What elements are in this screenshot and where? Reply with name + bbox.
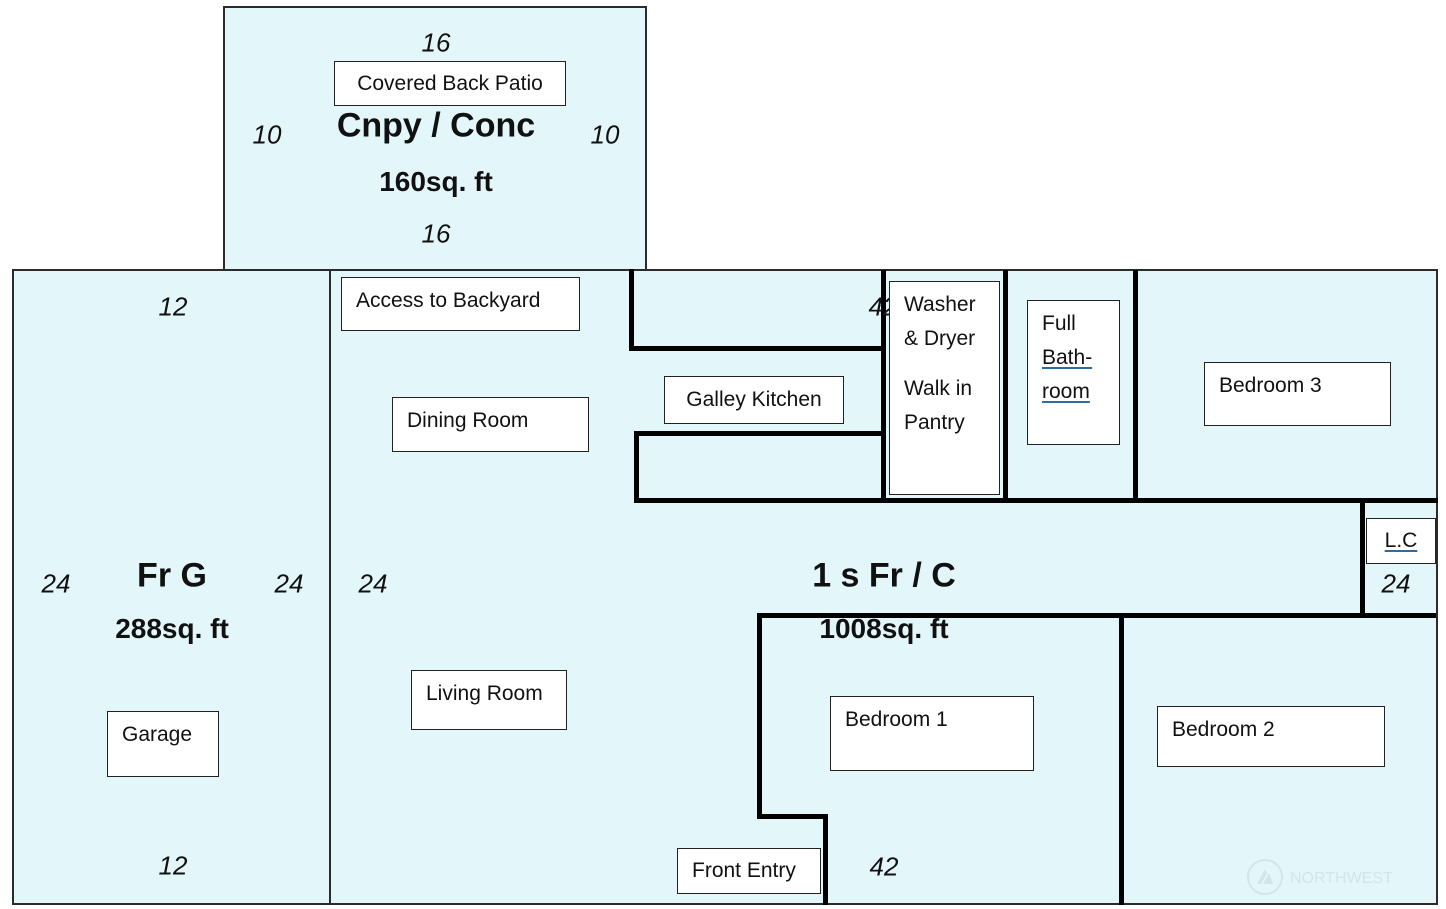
full-bathroom-label: Full Bath- room: [1027, 300, 1120, 445]
garage-dim-right: 24: [274, 568, 304, 599]
kitchen-wall-horizontal-lower: [634, 431, 885, 436]
linen-closet-label: L.C: [1366, 518, 1436, 564]
garage-label: Garage: [107, 711, 219, 777]
washer-line-2: & Dryer: [904, 327, 976, 350]
patio-region: [223, 6, 647, 271]
hall-wall-upper: [634, 498, 1438, 503]
pantry-line-1: Walk in: [904, 377, 973, 400]
linen-closet-text: L.C: [1384, 529, 1418, 552]
dining-room-label: Dining Room: [392, 397, 589, 452]
house-area: 1008sq. ft: [819, 613, 949, 644]
house-dim-left: 24: [358, 568, 388, 599]
bath-line-3: room: [1042, 380, 1090, 403]
bath-line-1: Full: [1042, 312, 1076, 335]
garage-dim-bottom: 12: [158, 850, 188, 881]
bedroom1-wall-left: [757, 613, 762, 819]
entry-wall-horizontal: [757, 814, 828, 819]
bedroom-3-label: Bedroom 3: [1204, 362, 1391, 426]
garage-area: 288sq. ft: [115, 613, 229, 644]
garage-dim-left: 24: [41, 568, 71, 599]
kitchen-wall-horizontal-upper: [629, 346, 885, 351]
bedroom-divider-wall: [1119, 613, 1124, 905]
patio-dim-bottom: 16: [421, 218, 451, 249]
watermark-logo-icon: NORTHWEST: [1247, 859, 1393, 895]
watermark-text: NORTHWEST: [1290, 870, 1393, 887]
patio-area: 160sq. ft: [379, 166, 493, 197]
kitchen-wall-vertical-upper: [629, 269, 634, 351]
bath-line-2: Bath-: [1042, 346, 1093, 369]
laundry-wall-right: [1003, 270, 1008, 503]
patio-dim-left: 10: [252, 119, 282, 150]
house-dim-bottom: 42: [869, 851, 899, 882]
bathroom-wall-right: [1133, 270, 1138, 503]
garage-dim-top: 12: [158, 291, 188, 322]
laundry-pantry-label: Washer & Dryer Walk in Pantry: [889, 281, 1000, 495]
living-room-label: Living Room: [411, 670, 567, 730]
house-dim-right: 24: [1381, 568, 1411, 599]
garage-code: Fr G: [137, 556, 207, 595]
access-to-backyard-label: Access to Backyard: [341, 277, 580, 331]
patio-code: Cnpy / Conc: [336, 106, 536, 145]
closet-wall-left: [1360, 503, 1365, 615]
laundry-wall-left: [881, 270, 886, 500]
garage-region: [12, 269, 331, 905]
patio-dim-top: 16: [421, 27, 451, 58]
covered-back-patio-label: Covered Back Patio: [334, 61, 566, 106]
front-entry-label: Front Entry: [677, 848, 821, 894]
kitchen-wall-vertical-lower: [634, 431, 639, 503]
bedroom-1-label: Bedroom 1: [830, 696, 1034, 771]
house-code: 1 s Fr / C: [812, 556, 956, 595]
entry-wall-vertical: [823, 814, 828, 905]
patio-dim-right: 10: [590, 119, 620, 150]
galley-kitchen-label: Galley Kitchen: [664, 376, 844, 424]
bedroom-2-label: Bedroom 2: [1157, 706, 1385, 767]
pantry-line-2: Pantry: [904, 411, 965, 434]
washer-line-1: Washer: [904, 293, 976, 316]
hall-wall-lower: [757, 613, 1436, 618]
